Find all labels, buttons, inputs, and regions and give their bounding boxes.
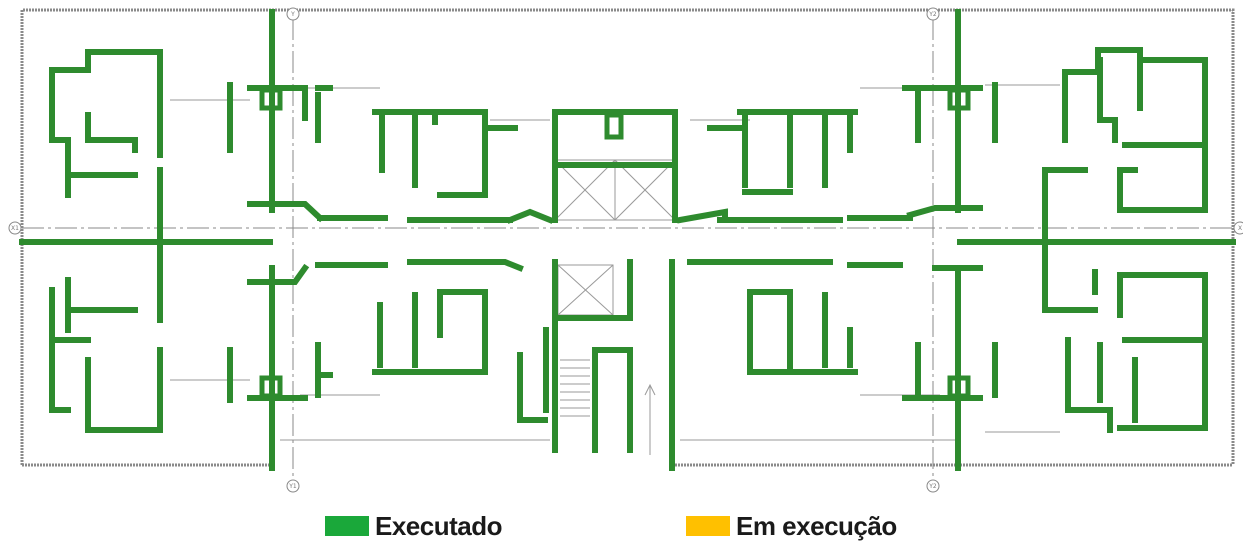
axis-label-x-left: X1 (11, 225, 19, 232)
legend-label-executed: Executado (375, 510, 503, 541)
status-legend: Executado Em execução (0, 508, 1243, 544)
axis-label-y-bottom-right: Y2 (928, 483, 937, 490)
axis-label-y-top-left: Y (290, 11, 295, 18)
legend-item-in-progress: Em execução (686, 508, 897, 544)
legend-swatch-executed (325, 516, 369, 536)
axis-marker-x-right (1233, 221, 1243, 235)
axis-lines (22, 18, 1233, 480)
axis-marker-y-bottom-left (286, 479, 300, 493)
axis-marker-x-left (8, 221, 22, 235)
legend-swatch-in-progress (686, 516, 730, 536)
executed-walls (19, 9, 1236, 471)
slab-outline (20, 8, 1235, 467)
legend-item-executed: Executado (325, 508, 503, 544)
axis-label-y-top-right: Y2 (928, 11, 937, 18)
legend-label-in-progress: Em execução (736, 510, 897, 541)
floor-plan: X1 X Y Y2 Y1 Y2 (8, 7, 1243, 493)
axis-marker-y-top-left (286, 7, 300, 21)
axis-label-x-right: X (1238, 225, 1242, 232)
architectural-lines (170, 84, 1060, 455)
axis-marker-y-top-right (926, 7, 940, 21)
axis-labels: X1 X Y Y2 Y1 Y2 (11, 11, 1242, 490)
axis-marker-y-bottom-right (926, 479, 940, 493)
axis-markers (8, 7, 1243, 493)
axis-label-y-bottom-left: Y1 (288, 483, 297, 490)
